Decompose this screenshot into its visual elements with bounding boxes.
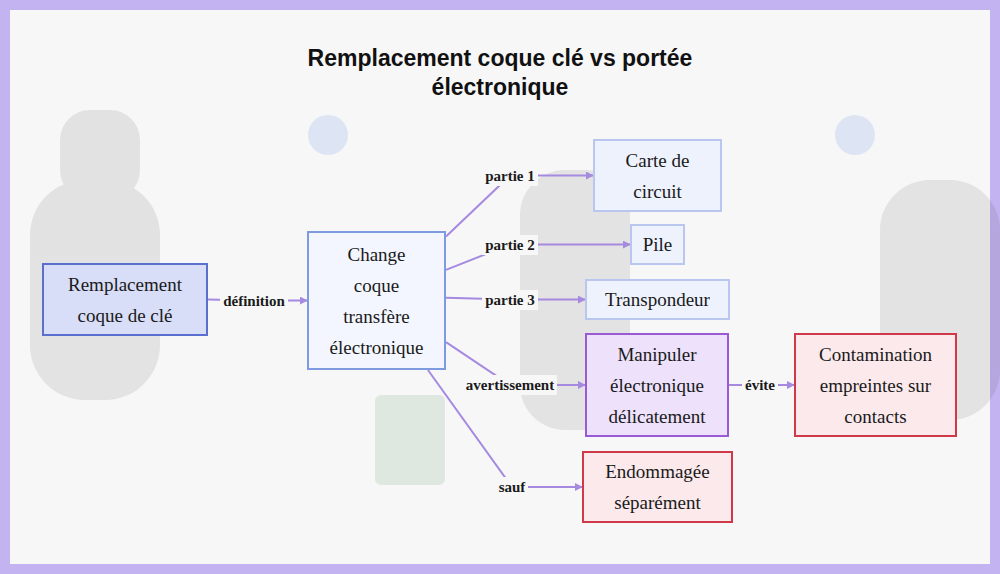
diagram-title: Remplacement coque clé vs portée électro…: [265, 44, 735, 102]
part-box: Transpondeur: [585, 279, 730, 320]
definition-box: Change coque transfère électronique: [307, 231, 446, 370]
edge-label: partie 3: [482, 290, 538, 310]
part-box: Carte de circuit: [593, 139, 722, 212]
node-text: Contamination empreintes sur contacts: [804, 339, 947, 432]
node-text: Endommagée séparément: [592, 456, 723, 518]
root-box: Remplacement coque de clé: [42, 263, 208, 336]
node-text: Manipuler électronique délicatement: [595, 339, 719, 432]
warning-box: Manipuler électronique délicatement: [585, 333, 729, 437]
edge-label: évite: [742, 375, 778, 395]
node-text: Remplacement coque de clé: [52, 269, 198, 331]
node-text: Transpondeur: [605, 284, 710, 315]
edge-label: partie 1: [482, 166, 538, 186]
node-text: Carte de circuit: [603, 145, 712, 207]
connector-arrow: [446, 245, 630, 270]
exception-box: Endommagée séparément: [582, 451, 733, 523]
edge-label: définition: [220, 291, 288, 311]
part-box: Pile: [630, 224, 685, 265]
node-text: Change coque transfère électronique: [324, 239, 429, 363]
connector-arrow: [428, 370, 582, 487]
title-wrap: Remplacement coque clé vs portée électro…: [0, 44, 1000, 102]
edge-label: partie 2: [482, 235, 538, 255]
risk-box: Contamination empreintes sur contacts: [794, 333, 957, 437]
edge-label: avertissement: [463, 375, 557, 395]
node-text: Pile: [643, 229, 673, 260]
edge-label: sauf: [496, 477, 529, 497]
